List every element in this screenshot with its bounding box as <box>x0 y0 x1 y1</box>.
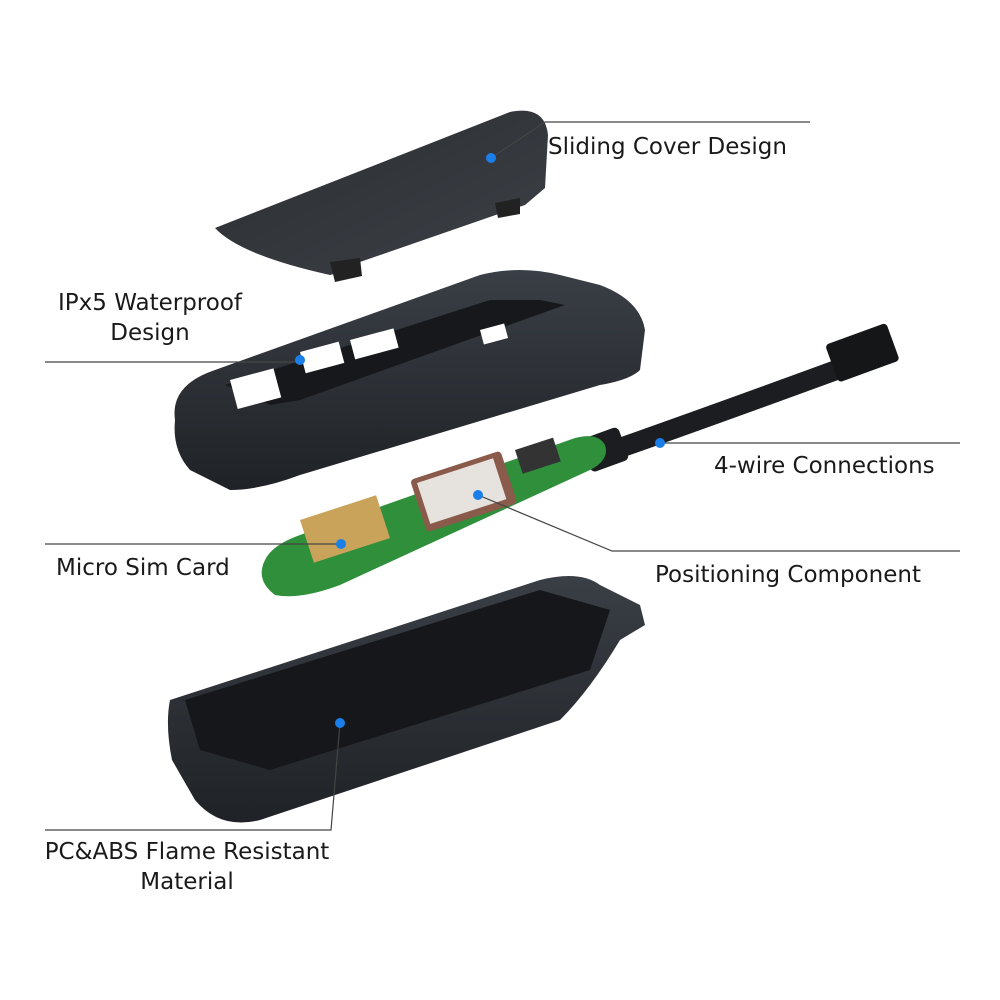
label-four-wire: 4-wire Connections <box>714 453 935 479</box>
dot-positioning <box>473 490 483 500</box>
leader-sliding-cover <box>490 121 810 159</box>
leader-material <box>45 722 341 831</box>
label-waterproof: IPx5 Waterproof Design <box>40 288 260 348</box>
sliding-cover <box>215 110 548 282</box>
label-waterproof-line2: Design <box>110 320 190 346</box>
leader-lines <box>45 121 960 831</box>
label-positioning: Positioning Component <box>655 562 921 588</box>
label-material-line1: PC&ABS Flame Resistant <box>44 839 330 865</box>
leader-positioning <box>477 494 960 552</box>
label-waterproof-line1: IPx5 Waterproof <box>58 290 242 316</box>
callout-dots <box>295 153 665 728</box>
dot-four-wire <box>655 438 665 448</box>
bottom-housing <box>167 576 645 823</box>
dot-material <box>335 718 345 728</box>
top-housing <box>174 270 645 490</box>
dot-waterproof <box>295 355 305 365</box>
label-micro-sim: Micro Sim Card <box>56 555 230 581</box>
label-material: PC&ABS Flame Resistant Material <box>37 837 337 897</box>
label-sliding-cover: Sliding Cover Design <box>548 134 787 160</box>
label-material-line2: Material <box>140 869 234 895</box>
dot-micro-sim <box>336 539 346 549</box>
dot-sliding-cover <box>486 153 496 163</box>
pcb-board <box>261 436 606 597</box>
